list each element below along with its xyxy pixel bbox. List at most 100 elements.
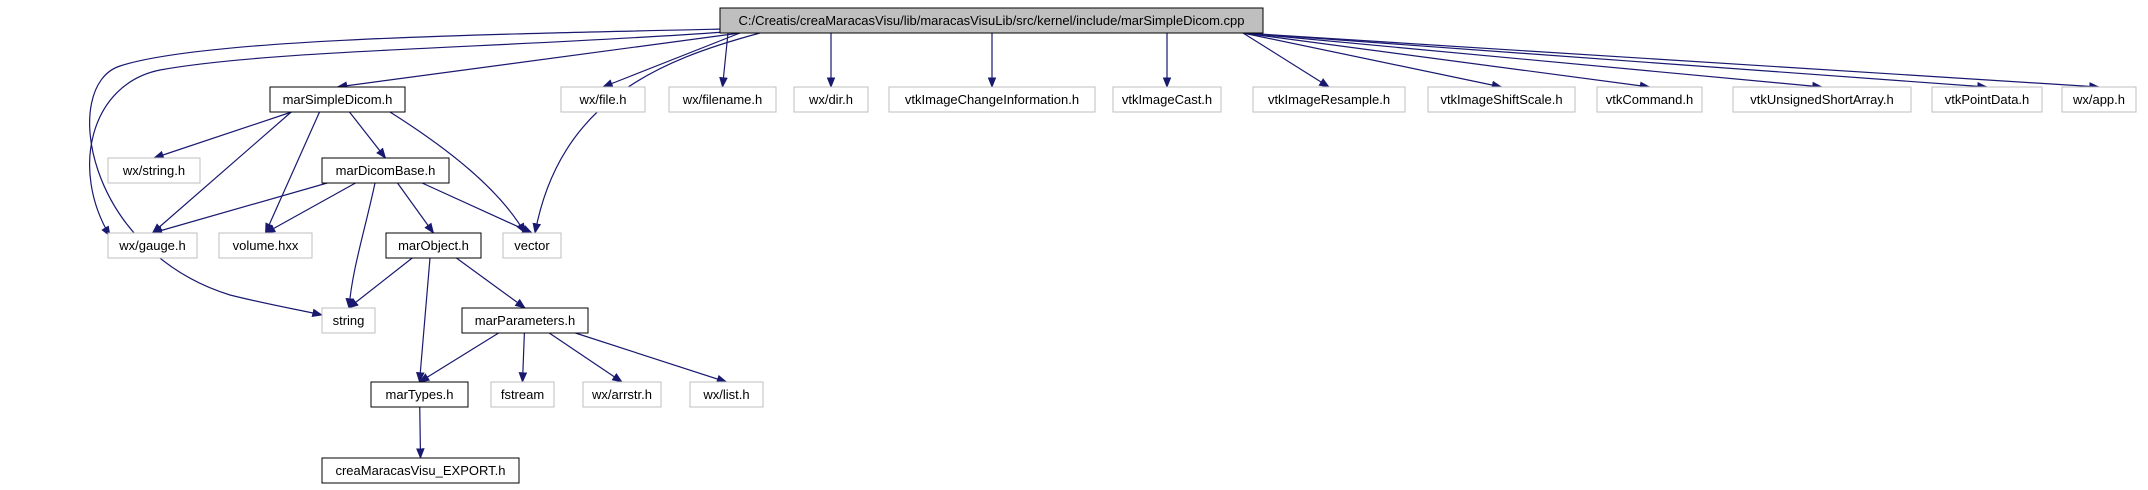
- node-box: [1732, 86, 1912, 113]
- node-wxstring: wx/string.h: [107, 157, 201, 184]
- node-marSimpleDicom[interactable]: marSimpleDicom.h: [269, 86, 406, 113]
- node-box: [461, 307, 589, 334]
- node-label: marParameters.h: [475, 313, 575, 328]
- edge-root-to-vtkImageShiftScale: [1242, 32, 1503, 90]
- node-wxfilename: wx/filename.h: [668, 86, 777, 113]
- node-label: volume.hxx: [233, 238, 299, 253]
- node-box: [321, 457, 520, 484]
- node-vtkUnsignedShortArray: vtkUnsignedShortArray.h: [1732, 86, 1912, 113]
- node-label: marSimpleDicom.h: [283, 92, 393, 107]
- node-label: marObject.h: [398, 238, 469, 253]
- node-wxarrstr: wx/arrstr.h: [582, 381, 662, 408]
- edge-root-to-wxgauge: [89, 31, 726, 237]
- node-vtkImageCast: vtkImageCast.h: [1112, 86, 1222, 113]
- edge-marObject-to-marParameters: [456, 257, 526, 309]
- edge-marObject-to-marTypes: [416, 257, 431, 384]
- edge-marSimpleDicom-to-wxgauge: [151, 111, 292, 234]
- node-marTypes[interactable]: marTypes.h: [370, 381, 469, 408]
- node-box: [888, 86, 1096, 113]
- node-label: vector: [514, 238, 550, 253]
- node-label: fstream: [501, 387, 544, 402]
- node-label: vtkUnsignedShortArray.h: [1750, 92, 1894, 107]
- node-marParameters[interactable]: marParameters.h: [461, 307, 589, 334]
- edge-marSimpleDicom-to-wxstring: [152, 111, 292, 160]
- edge-marSimpleDicom-to-volume: [264, 111, 321, 234]
- node-box: [370, 381, 469, 408]
- edge-marParameters-to-wxarrstr: [548, 332, 623, 383]
- edge-root-to-string: [89, 28, 726, 318]
- edge-marDicomBase-to-vector: [421, 182, 533, 234]
- node-label: vtkImageChangeInformation.h: [905, 92, 1079, 107]
- node-label: vtkImageResample.h: [1268, 92, 1390, 107]
- node-label: wx/app.h: [2072, 92, 2125, 107]
- edge-root-to-wxfile: [601, 32, 741, 88]
- node-label: vtkImageShiftScale.h: [1440, 92, 1562, 107]
- edge-marDicomBase-to-marObject: [397, 182, 435, 234]
- edge-root-to-marSimpleDicom: [336, 32, 741, 90]
- node-vtkImageShiftScale: vtkImageShiftScale.h: [1427, 86, 1576, 113]
- node-label: vtkPointData.h: [1945, 92, 2030, 107]
- nodes-layer: C:/Creatis/creaMaracasVisu/lib/maracasVi…: [107, 7, 2137, 484]
- edge-marDicomBase-to-wxgauge: [151, 182, 328, 235]
- node-box: [269, 86, 406, 113]
- node-volume: volume.hxx: [218, 232, 313, 259]
- node-box: [218, 232, 313, 259]
- edge-marParameters-to-wxlist: [575, 332, 728, 384]
- node-label: vtkImageCast.h: [1122, 92, 1212, 107]
- edge-root-to-vtkImageResample: [1242, 32, 1330, 88]
- node-wxapp: wx/app.h: [2061, 86, 2137, 113]
- node-wxdir: wx/dir.h: [793, 86, 869, 113]
- edge-marSimpleDicom-to-vector: [389, 111, 526, 234]
- node-box: [502, 232, 562, 259]
- node-label: string: [333, 313, 365, 328]
- edge-marObject-to-string: [347, 257, 413, 309]
- node-box: [1112, 86, 1222, 113]
- edge-root-to-vtkCommand: [1242, 32, 1651, 91]
- node-vtkImageResample: vtkImageResample.h: [1252, 86, 1406, 113]
- node-label: wx/arrstr.h: [591, 387, 652, 402]
- node-marDicomBase[interactable]: marDicomBase.h: [321, 157, 450, 184]
- edge-root-to-vector: [532, 32, 761, 235]
- node-fstream: fstream: [490, 381, 555, 408]
- node-box: [321, 307, 376, 334]
- node-box: [719, 7, 1264, 34]
- node-root[interactable]: C:/Creatis/creaMaracasVisu/lib/maracasVi…: [719, 7, 1264, 34]
- node-label: wx/gauge.h: [118, 238, 186, 253]
- node-box: [385, 232, 482, 259]
- node-label: creaMaracasVisu_EXPORT.h: [335, 463, 505, 478]
- edge-root-to-vtkPointData: [1242, 32, 1989, 91]
- edges-layer: [89, 28, 2101, 460]
- node-string: string: [321, 307, 376, 334]
- node-vtkPointData: vtkPointData.h: [1931, 86, 2043, 113]
- edge-root-to-wxapp: [1242, 32, 2101, 91]
- node-box: [560, 86, 646, 113]
- node-box: [1427, 86, 1576, 113]
- node-label: vtkCommand.h: [1606, 92, 1693, 107]
- node-marObject[interactable]: marObject.h: [385, 232, 482, 259]
- node-box: [1931, 86, 2043, 113]
- node-label: marTypes.h: [386, 387, 454, 402]
- node-box: [582, 381, 662, 408]
- edge-marParameters-to-marTypes: [418, 332, 499, 383]
- node-box: [321, 157, 450, 184]
- edge-marSimpleDicom-to-marDicomBase: [349, 111, 387, 159]
- node-wxfile: wx/file.h: [560, 86, 646, 113]
- node-box: [107, 232, 198, 259]
- node-export[interactable]: creaMaracasVisu_EXPORT.h: [321, 457, 520, 484]
- node-vector: vector: [502, 232, 562, 259]
- node-box: [793, 86, 869, 113]
- node-label: wx/list.h: [702, 387, 749, 402]
- node-label: wx/dir.h: [808, 92, 853, 107]
- node-label: wx/string.h: [122, 163, 185, 178]
- node-label: wx/filename.h: [682, 92, 762, 107]
- edge-marDicomBase-to-string: [345, 182, 376, 310]
- node-box: [2061, 86, 2137, 113]
- node-vtkCommand: vtkCommand.h: [1596, 86, 1703, 113]
- node-box: [107, 157, 201, 184]
- node-box: [668, 86, 777, 113]
- edge-root-to-wxfilename: [719, 32, 729, 89]
- edge-marTypes-to-export: [416, 406, 425, 460]
- node-box: [490, 381, 555, 408]
- node-label: marDicomBase.h: [336, 163, 436, 178]
